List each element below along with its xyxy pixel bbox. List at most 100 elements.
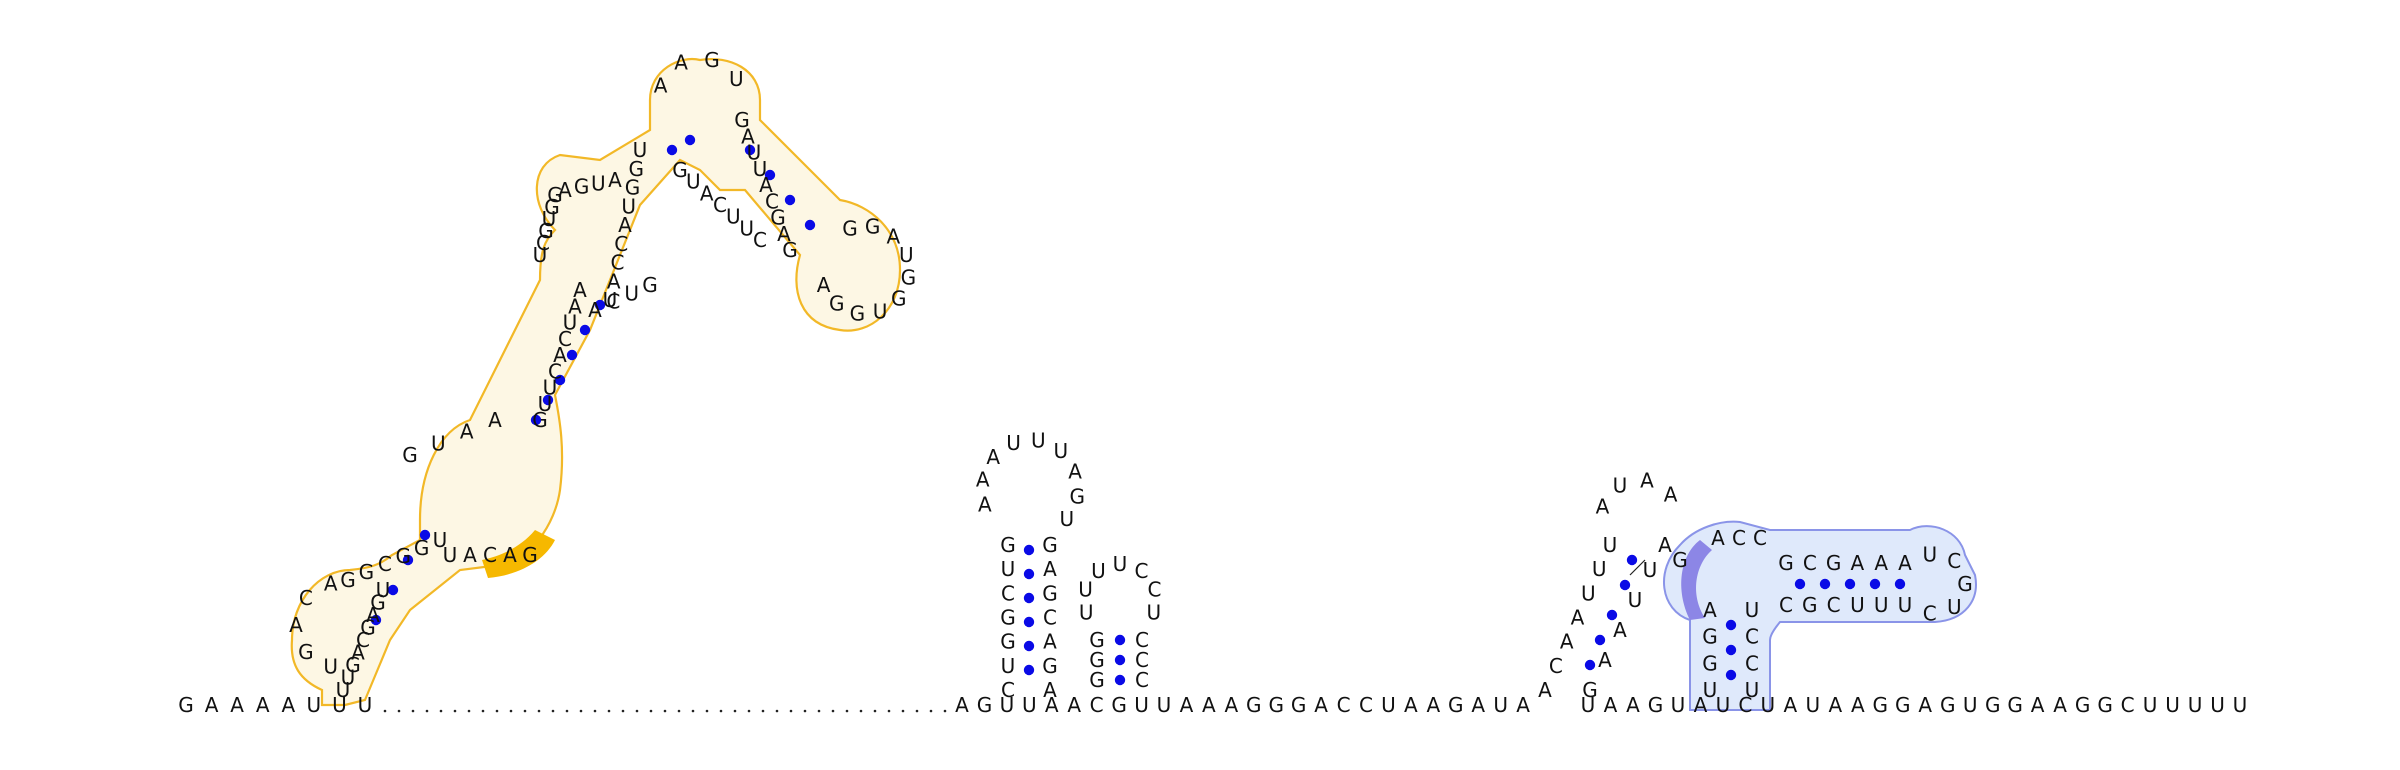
nucleotide-A-209: A	[1703, 598, 1717, 622]
gap-dot	[523, 709, 527, 713]
nucleotide-C-219: C	[1753, 526, 1767, 550]
nucleotide-G-22: G	[1268, 693, 1284, 717]
nucleotide-A-33: A	[1516, 693, 1530, 717]
nucleotide-U-186: U	[1091, 559, 1106, 583]
base-pair-dot	[1619, 579, 1631, 591]
nucleotide-A-91: A	[503, 543, 517, 567]
nucleotide-G-162: G	[1042, 533, 1058, 557]
nucleotide-G-93: G	[532, 408, 548, 432]
nucleotide-U-105: U	[542, 207, 557, 231]
nucleotide-U-42: U	[1761, 693, 1776, 717]
nucleotide-G-82: G	[414, 536, 430, 560]
gap-dot	[411, 709, 415, 713]
nucleotide-U-61: U	[2188, 693, 2203, 717]
nucleotide-C-76: C	[299, 586, 313, 610]
nucleotide-G-23: G	[1291, 693, 1307, 717]
gap-dot	[663, 709, 667, 713]
base-pair-dot	[1584, 659, 1596, 671]
nucleotide-U-27: U	[1381, 693, 1396, 717]
nucleotide-G-222: G	[1826, 551, 1842, 575]
base-pair-dot	[1725, 669, 1737, 681]
nucleotide-U-131: U	[747, 141, 762, 165]
nucleotide-G-15: G	[1111, 693, 1127, 717]
nucleotide-U-173: U	[1031, 429, 1046, 453]
nucleotide-G-210: G	[1702, 625, 1718, 649]
nucleotide-C-215: C	[1745, 651, 1759, 675]
nucleotide-A-89: A	[463, 543, 477, 567]
base-pair-dot	[1114, 654, 1126, 666]
nucleotide-U-212: U	[1703, 678, 1718, 702]
nucleotide-C-98: C	[558, 327, 572, 351]
base-pair-dot	[594, 299, 606, 311]
nucleotide-G-81: G	[395, 544, 411, 568]
nucleotide-G-74: G	[298, 640, 314, 664]
nucleotide-U-60: U	[2165, 693, 2180, 717]
nucleotide-A-86: A	[460, 420, 474, 444]
nucleotide-C-183: C	[1135, 668, 1149, 692]
gap-dot	[845, 709, 849, 713]
nucleotide-U-10: U	[1000, 693, 1015, 717]
nucleotide-U-216: U	[1745, 678, 1760, 702]
gap-dot	[425, 709, 429, 713]
nucleotide-U-128: U	[729, 67, 744, 91]
nucleotide-A-2: A	[230, 693, 244, 717]
nucleotide-G-176: G	[1070, 484, 1086, 508]
nucleotide-G-115: G	[642, 273, 658, 297]
base-pair-dot	[530, 414, 542, 426]
nucleotide-G-164: G	[1042, 581, 1058, 605]
nucleotide-A-20: A	[1224, 693, 1238, 717]
nucleotide-C-189: C	[1148, 578, 1162, 602]
nucleotide-A-198: A	[1596, 494, 1610, 518]
gap-dot	[831, 709, 835, 713]
nucleotide-G-180: G	[1089, 668, 1105, 692]
gap-dot	[915, 709, 919, 713]
nucleotide-A-217: A	[1711, 526, 1725, 550]
gap-dot	[439, 709, 443, 713]
nucleotide-A-204: A	[1613, 618, 1627, 642]
nucleotide-U-202: U	[1643, 558, 1658, 582]
nucleotide-G-220: G	[1778, 551, 1794, 575]
nucleotide-U-148: U	[899, 243, 914, 267]
base-pair-dot	[1023, 616, 1035, 628]
nucleotide-A-111: A	[608, 168, 622, 192]
gap-dot	[481, 709, 485, 713]
nucleotide-A-67: A	[351, 641, 365, 665]
base-pair-dot	[579, 324, 591, 336]
nucleotide-G-66: G	[345, 653, 361, 677]
nucleotide-A-191: A	[1538, 678, 1552, 702]
nucleotide-C-26: C	[1359, 693, 1373, 717]
nucleotide-A-75: A	[289, 613, 303, 637]
nucleotide-G-150: G	[891, 286, 907, 310]
nucleotide-A-13: A	[1067, 693, 1081, 717]
nucleotide-C-218: C	[1732, 526, 1746, 550]
nucleotide-C-181: C	[1135, 628, 1149, 652]
nucleotide-U-85: U	[431, 431, 446, 455]
nucleotide-A-31: A	[1471, 693, 1485, 717]
nucleotide-G-146: G	[865, 215, 881, 239]
nucleotide-U-232: U	[1922, 542, 1937, 566]
nucleotide-U-116: U	[603, 288, 618, 312]
nucleotide-C-68: C	[356, 628, 370, 652]
nucleotide-C-25: C	[1337, 693, 1351, 717]
nucleotide-U-142: U	[726, 205, 741, 229]
nucleotide-U-231: U	[1898, 593, 1913, 617]
nucleotide-U-59: U	[2143, 693, 2158, 717]
base-pair-dot	[402, 554, 414, 566]
gap-dot	[943, 709, 947, 713]
base-pair-dot	[1023, 592, 1035, 604]
nucleotide-U-195: U	[1581, 581, 1596, 605]
nucleotide-U-83: U	[433, 528, 448, 552]
nucleotide-A-100: A	[568, 294, 582, 318]
nucleotide-C-233: C	[1947, 549, 1961, 573]
nucleotide-A-147: A	[886, 224, 900, 248]
nucleotide-A-175: A	[1068, 460, 1082, 484]
nucleotide-U-72: U	[376, 578, 391, 602]
nucleotide-U-196: U	[1592, 557, 1607, 581]
nucleotide-G-37: G	[1648, 693, 1664, 717]
nucleotide-A-200: A	[1640, 469, 1654, 493]
nucleotide-A-39: A	[1694, 693, 1708, 717]
nucleotide-G-135: G	[770, 206, 786, 230]
nucleotide-G-104: G	[538, 219, 554, 243]
nucleotide-U-88: U	[443, 543, 458, 567]
nucleotide-A-43: A	[1784, 693, 1798, 717]
